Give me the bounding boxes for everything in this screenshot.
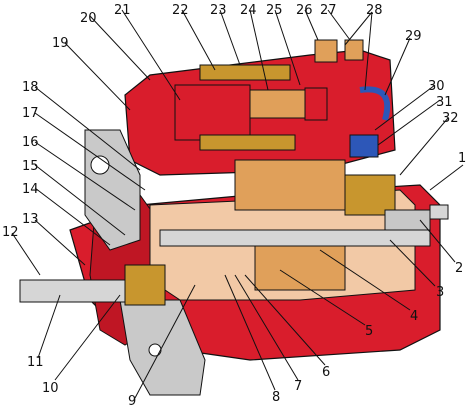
callout-27: 27	[320, 3, 337, 18]
callout-24: 24	[240, 3, 257, 18]
callout-23: 23	[210, 3, 227, 18]
callout-5: 5	[365, 324, 373, 339]
callout-7: 7	[294, 379, 302, 394]
callout-21: 21	[114, 3, 131, 18]
callout-14: 14	[22, 182, 39, 197]
callout-26: 26	[296, 3, 313, 18]
solenoid-plunger	[249, 89, 311, 119]
shaft-end	[429, 204, 449, 220]
callout-16: 16	[22, 135, 39, 150]
bracket-bolt-hole	[148, 343, 162, 357]
callout-2: 2	[455, 261, 463, 276]
terminal-nut	[344, 39, 364, 61]
callout-4: 4	[410, 309, 418, 324]
callout-29: 29	[405, 29, 422, 44]
callout-32: 32	[442, 111, 459, 126]
callout-8: 8	[272, 390, 280, 405]
callout-25: 25	[266, 3, 283, 18]
terminal-bolt	[314, 39, 338, 63]
hold-in-winding	[199, 134, 296, 151]
contact-disc	[304, 87, 328, 121]
callout-13: 13	[22, 212, 39, 227]
callout-20: 20	[80, 11, 97, 26]
callout-12: 12	[2, 225, 19, 240]
pull-in-winding	[199, 64, 291, 81]
drive-shaft	[19, 204, 449, 306]
callout-19: 19	[52, 36, 69, 51]
leader-lines	[11, 9, 464, 399]
callout-labels: 1 2 3 4 5 6 7 8 9 10 11 12 13 14 15 16 1…	[2, 3, 466, 408]
solenoid-core	[174, 84, 251, 141]
callout-11: 11	[27, 355, 44, 370]
callout-3: 3	[436, 285, 444, 300]
brush-holder	[349, 134, 379, 158]
callout-28: 28	[366, 3, 383, 18]
callout-17: 17	[22, 106, 39, 121]
field-winding-upper	[234, 159, 346, 211]
callout-18: 18	[22, 80, 39, 95]
callout-9: 9	[128, 394, 136, 408]
callout-6: 6	[322, 365, 330, 380]
callout-31: 31	[436, 95, 453, 110]
commutator	[344, 174, 396, 216]
callout-1: 1	[458, 151, 466, 166]
pinion-gear	[124, 264, 166, 306]
solenoid-internals	[174, 39, 391, 158]
callout-22: 22	[172, 3, 189, 18]
callout-30: 30	[428, 79, 445, 94]
armature-shaft	[159, 229, 431, 247]
callout-15: 15	[22, 159, 39, 174]
callout-10: 10	[42, 381, 59, 396]
